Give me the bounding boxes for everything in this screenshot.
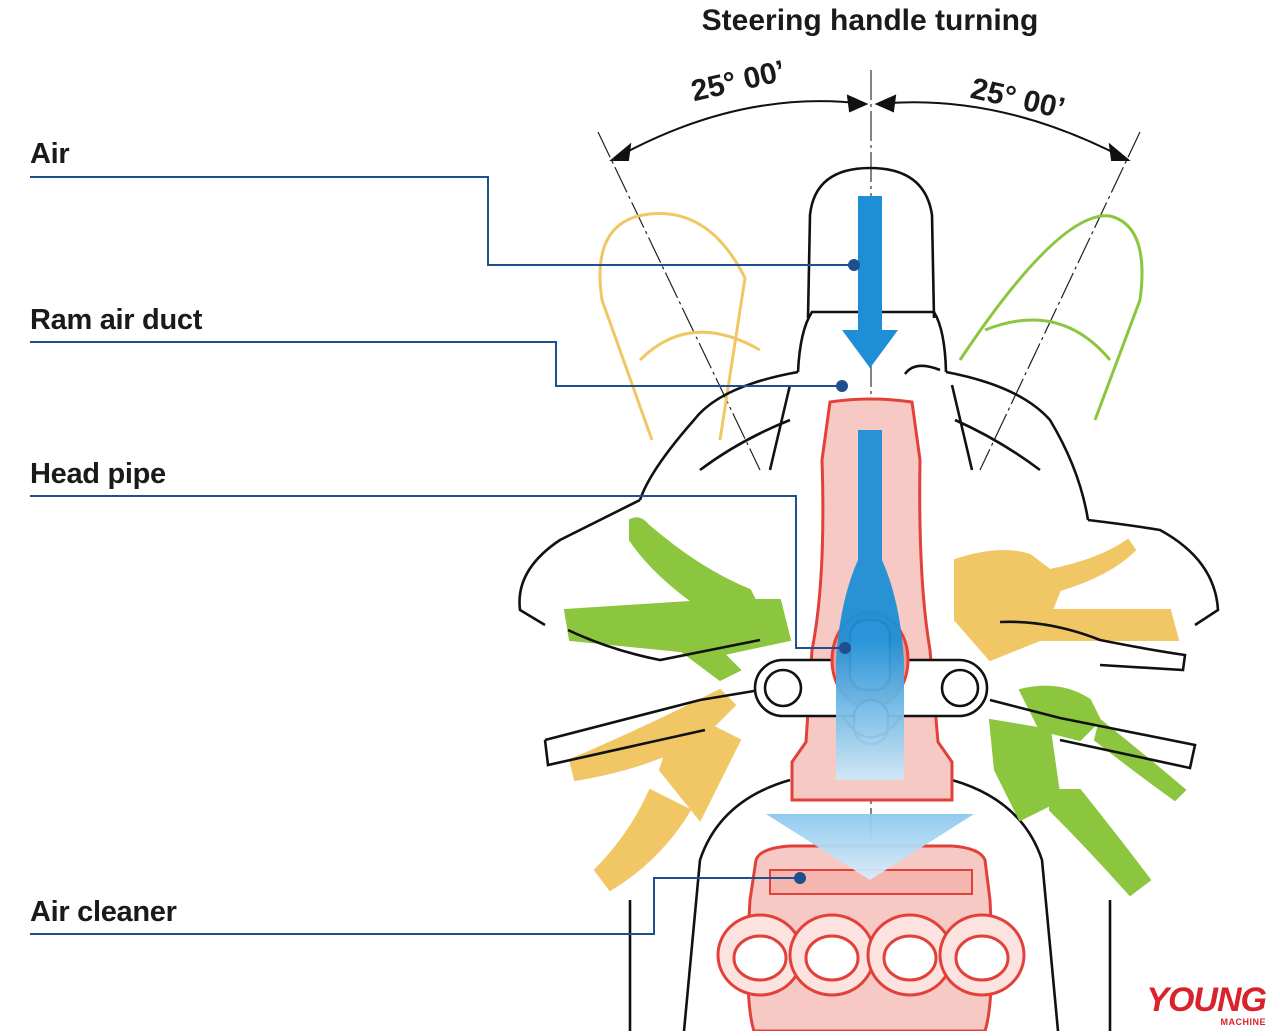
lower-body [628, 778, 1112, 1032]
brand-logo-sub: MACHINE [1220, 1017, 1266, 1027]
brand-logo-main: YOUNG [1146, 981, 1267, 1019]
brand-logo: YOUNG MACHINE [1146, 981, 1267, 1027]
label-head-pipe: Head pipe [30, 458, 166, 490]
right-limit-line [979, 131, 1141, 471]
leader-lines [30, 176, 854, 935]
left-handlebar-yellow [568, 688, 742, 892]
label-air-cleaner: Air cleaner [30, 896, 177, 928]
leader-dots [794, 259, 860, 884]
steering-angle-arc [609, 94, 1131, 161]
right-handlebar-green [988, 685, 1187, 897]
diagram-title: Steering handle turning [701, 4, 1039, 37]
intake-funnels [716, 913, 1026, 997]
label-ram-air-duct: Ram air duct [30, 304, 203, 336]
right-turned-cowl [958, 214, 1144, 421]
left-turned-cowl [598, 212, 761, 441]
right-handlebar-yellow [954, 538, 1180, 662]
label-air: Air [30, 138, 70, 170]
airflow-arrows [766, 196, 974, 880]
left-limit-line [597, 131, 761, 471]
